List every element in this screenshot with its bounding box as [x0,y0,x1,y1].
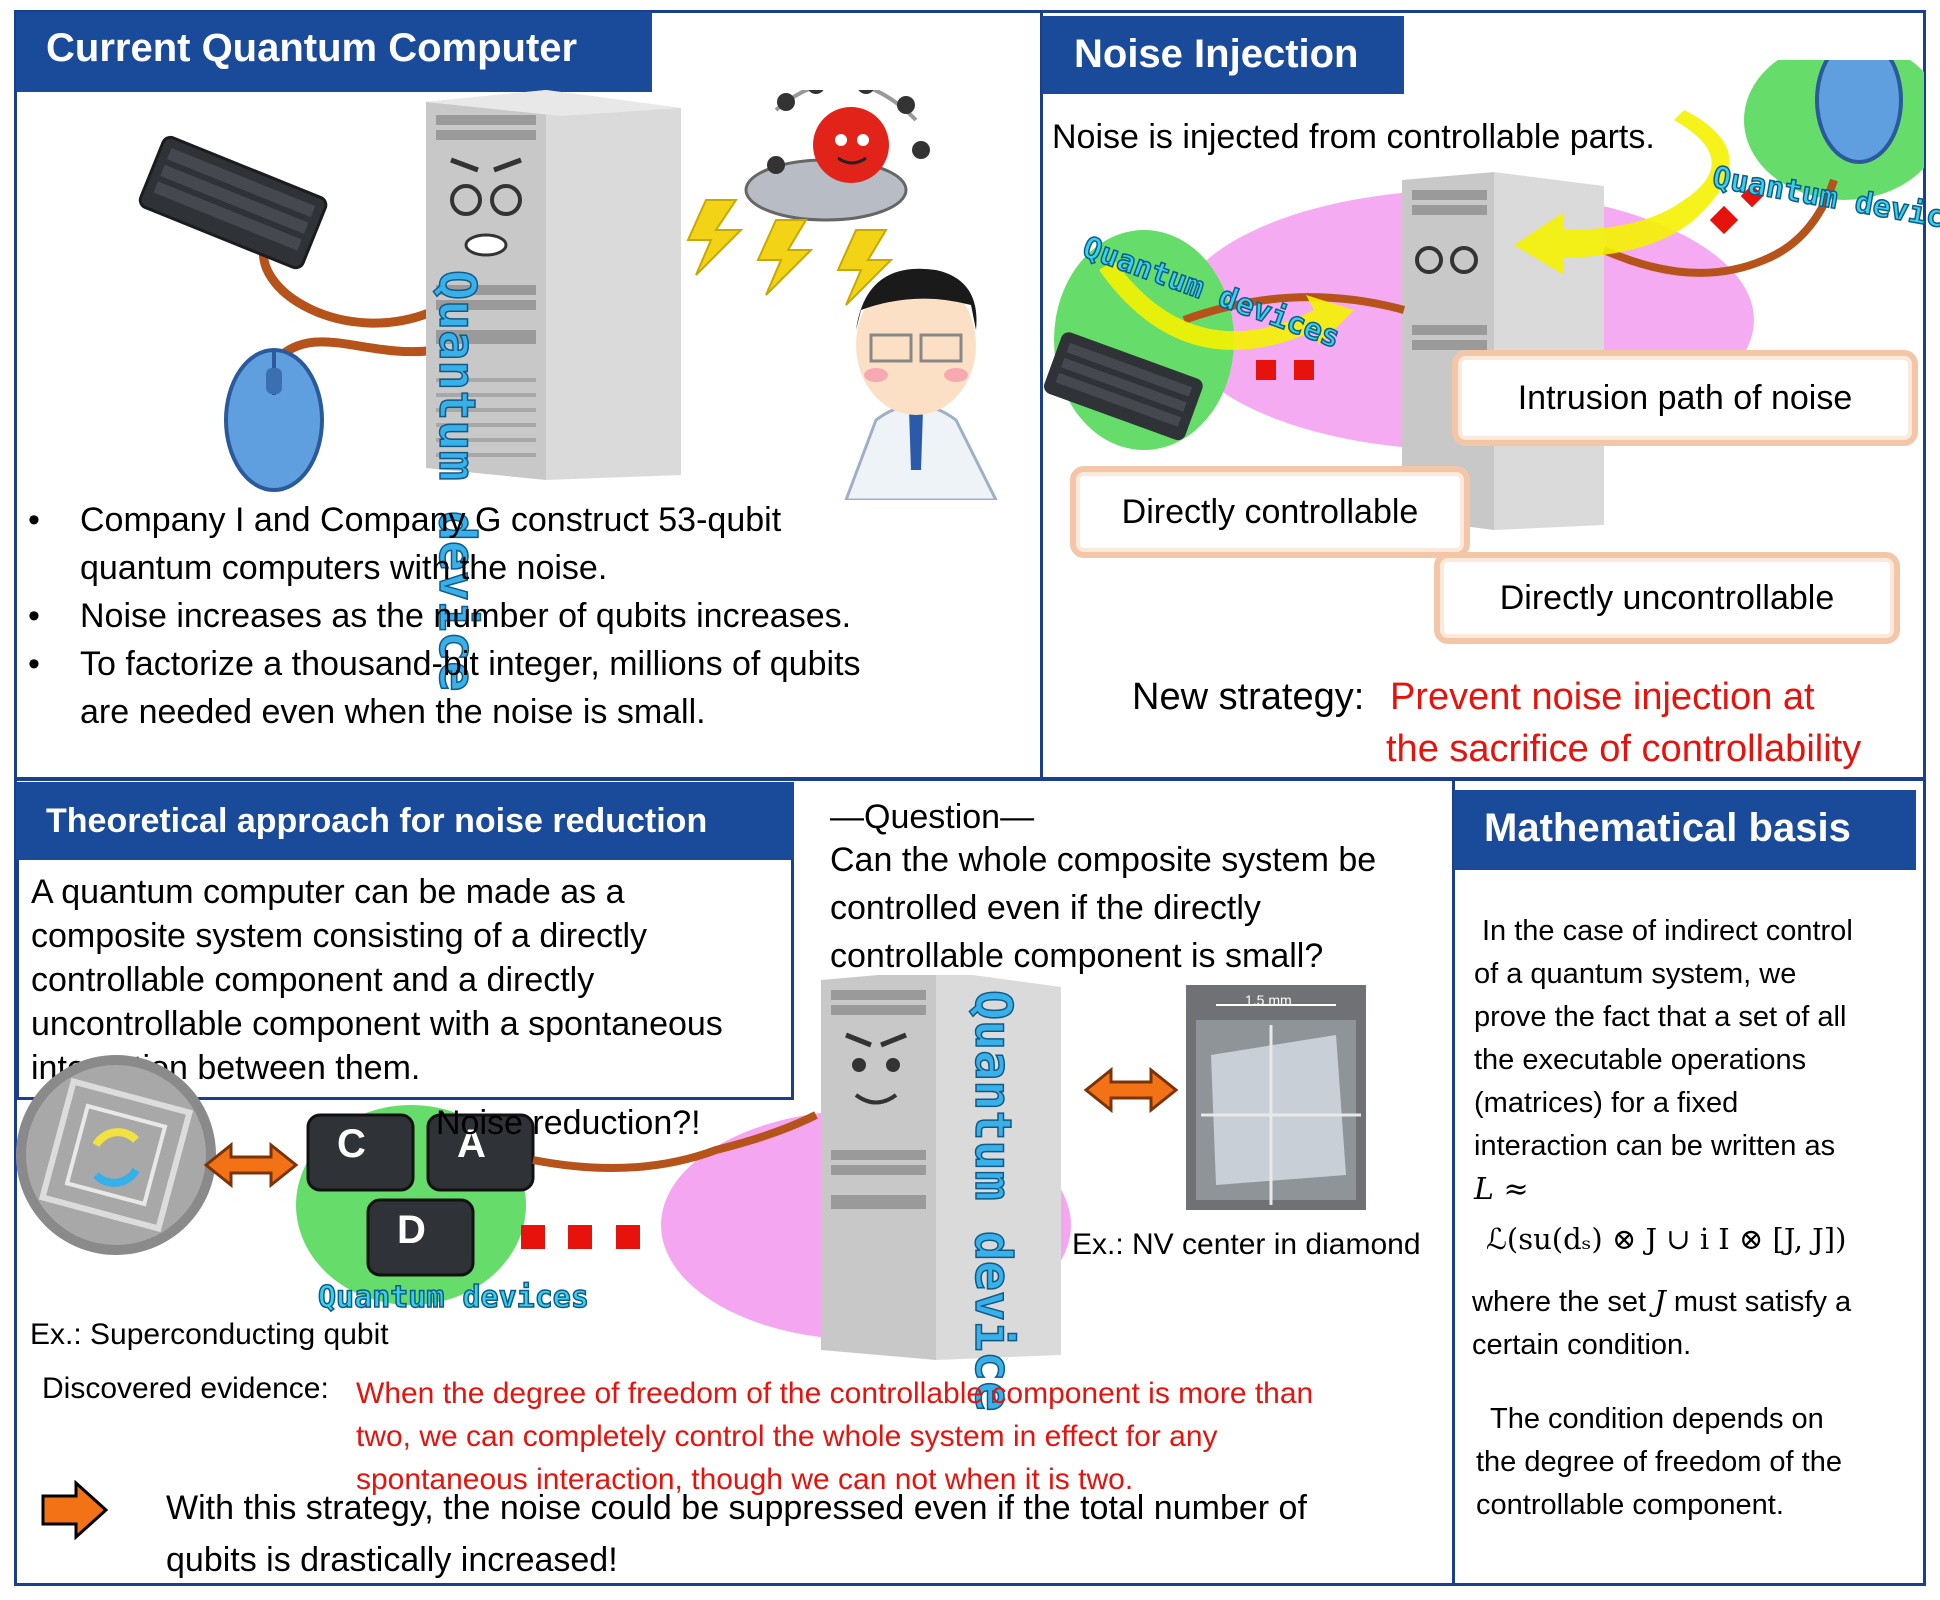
keyboard-icon [138,135,328,270]
evidence-text: When the degree of freedom of the contro… [356,1372,1313,1501]
panel-noise-header: Noise Injection [1042,16,1404,94]
noise-demon-icon [686,90,930,306]
key-d-icon [366,1198,475,1277]
callout-directly-controllable: Directly controllable [1070,466,1470,558]
theory-illustration [16,975,1366,1360]
key-a-icon [426,1113,535,1192]
math-paragraph-2: where the set J must satisfy a certain c… [1472,1280,1851,1367]
cable [272,337,437,364]
cable [1182,293,1406,324]
conclusion-text: With this strategy, the noise could be s… [166,1482,1307,1586]
question-text: Can the whole composite system be contro… [830,841,1377,975]
evidence-line: two, we can completely control the whole… [356,1420,1218,1453]
callout-directly-uncontrollable: Directly uncontrollable [1434,552,1900,644]
cable [532,1111,818,1172]
cable [259,238,438,328]
key-d-label: D [397,1208,426,1252]
noise-subtitle: Noise is injected from controllable part… [1052,118,1655,156]
noise-reduction-label: Noise reduction?! [436,1104,701,1142]
math-line: (matrices) for a fixed [1474,1087,1739,1119]
keyboard-icon [1044,332,1203,441]
noise-arrow [1099,260,1354,350]
evidence-line: spontaneous interaction, though we can n… [356,1463,1134,1496]
math-line: of a quantum system, we [1474,958,1797,990]
double-arrow-right-icon [1083,1066,1179,1114]
double-arrow-left-icon [203,1141,299,1189]
superconducting-qubit-image [16,1055,216,1255]
callout-intrusion-path: Intrusion path of noise [1452,350,1918,446]
math-line: the executable operations [1474,1044,1807,1076]
bullet-item: Noise increases as the number of qubits … [22,592,862,640]
bullet-item: Company I and Company G construct 53-qub… [22,496,862,592]
noise-dash-marks [1256,184,1764,380]
math-paragraph-3: The condition depends on the degree of f… [1476,1398,1842,1527]
math-line: certain condition. [1472,1329,1692,1361]
noise-dash-marks [521,1225,640,1249]
quantum-computer-tower-icon [426,90,681,480]
mouse-icon [224,348,324,492]
evidence-line: When the degree of freedom of the contro… [356,1377,1314,1410]
nv-diamond-image [1186,985,1366,1210]
conclusion-line: With this strategy, the noise could be s… [166,1489,1307,1527]
math-paragraph-1: In the case of indirect control of a qua… [1474,910,1853,1168]
scientist-icon [844,268,998,500]
key-c-label: C [337,1122,366,1166]
strategy-line-2: the sacrifice of controllability [1386,728,1862,770]
panel-math-header: Mathematical basis [1454,790,1916,870]
tower-label: Quantum device [963,989,1023,1412]
key-c-icon [306,1113,415,1192]
math-line: controllable component. [1476,1489,1784,1521]
conclusion-line: qubits is drastically increased! [166,1541,618,1579]
math-line: In the case of indirect control [1482,915,1853,947]
math-text: must satisfy a [1673,1286,1852,1318]
conclusion-arrow-icon [41,1480,109,1540]
current-bullet-list: Company I and Company G construct 53-qub… [22,496,862,736]
panel-theory-header: Theoretical approach for noise reduction [16,782,794,860]
quantum-computer-tower-icon [821,975,1061,1360]
math-line: prove the fact that a set of all [1474,1001,1847,1033]
example-superconducting: Ex.: Superconducting qubit [30,1318,389,1351]
math-text: where the set [1472,1286,1647,1318]
math-line: the degree of freedom of the [1476,1446,1842,1478]
formula-line-1: L ≈ [1474,1172,1529,1207]
question-title: ―Question― [830,798,1035,836]
panel-current-header: Current Quantum Computer [16,12,652,92]
strategy-line-1: Prevent noise injection at [1390,676,1815,718]
scale-label: 1.5 mm [1245,992,1292,1008]
bullet-item: To factorize a thousand-bit integer, mil… [22,640,862,736]
strategy-label: New strategy: [1132,676,1365,718]
panel-mathematical-basis [1452,778,1926,1586]
key-a-label: A [457,1122,486,1166]
example-nv-center: Ex.: NV center in diamond [1072,1228,1421,1261]
cable [1602,178,1838,277]
math-line: interaction can be written as [1474,1130,1836,1162]
formula-line-2: ℒ(su(dₛ) ⊗ J ∪ i I ⊗ [J, J]) [1486,1222,1847,1256]
evidence-label: Discovered evidence: [42,1372,329,1405]
current-computer-illustration [138,90,998,500]
mouse-icon [1815,60,1903,164]
devices-label: Quantum devices [317,1279,589,1316]
noise-arrow [1514,110,1730,275]
math-line: The condition depends on [1490,1403,1824,1435]
math-variable: J [1654,1284,1666,1318]
